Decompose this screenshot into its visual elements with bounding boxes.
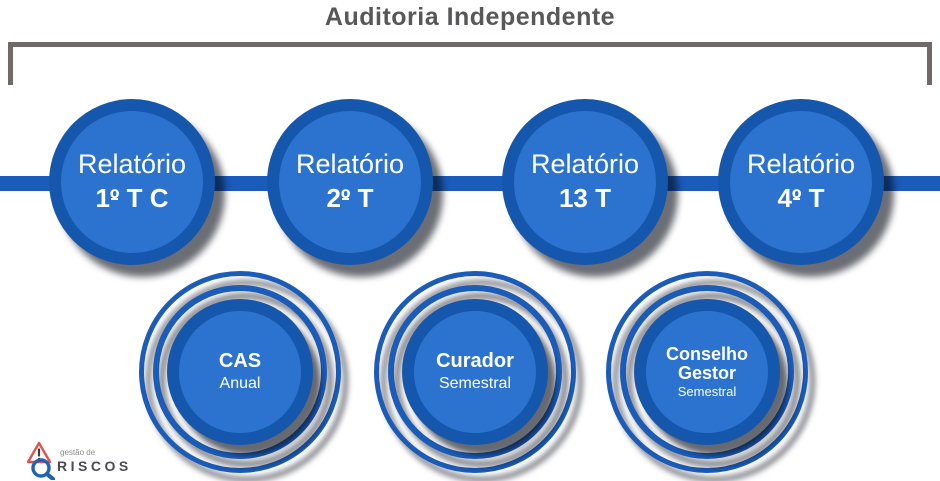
committee-disc: CAS Anual xyxy=(167,299,313,445)
committee-frequency: Anual xyxy=(219,375,261,392)
committee-node-cas: CAS Anual xyxy=(139,271,341,473)
outer-ring xyxy=(606,271,808,473)
audit-scope-bracket xyxy=(8,42,932,85)
committee-frequency: Semestral xyxy=(677,384,737,400)
report-label: Relatório xyxy=(77,148,187,179)
page-title: Auditoria Independente xyxy=(324,3,616,31)
committee-disc-body: CAS Anual xyxy=(179,311,301,433)
timeline-bar xyxy=(0,176,940,191)
committee-disc: Conselho Gestor Semestral xyxy=(634,299,780,445)
middle-ring xyxy=(388,285,562,459)
report-label: Relatório xyxy=(746,148,856,179)
committee-name: Conselho Gestor xyxy=(665,343,748,383)
committee-disc-body: Curador Semestral xyxy=(414,311,536,433)
committee-node-conselho-gestor: Conselho Gestor Semestral xyxy=(606,271,808,473)
logo-brand: RISCOS xyxy=(57,458,132,474)
outer-ring xyxy=(374,271,576,473)
ordinal-indicator: º xyxy=(340,183,351,214)
committee-name: CAS xyxy=(218,350,262,372)
magnifier-icon xyxy=(31,458,56,480)
committee-disc-body: Conselho Gestor Semestral xyxy=(646,311,768,433)
committee-frequency: Semestral xyxy=(438,375,512,392)
committee-disc: Curador Semestral xyxy=(402,299,548,445)
ordinal-indicator: º xyxy=(109,183,120,214)
logo-tagline: gestão de xyxy=(60,448,96,457)
outer-ring xyxy=(139,271,341,473)
riscos-logo: gestão de RISCOS xyxy=(24,440,134,480)
report-label: Relatório xyxy=(295,148,405,179)
ordinal-indicator: º xyxy=(791,183,802,214)
committee-name: Curador xyxy=(436,350,514,372)
report-label: Relatório xyxy=(530,148,640,179)
committee-node-curador: Curador Semestral xyxy=(374,271,576,473)
middle-ring xyxy=(620,285,794,459)
middle-ring xyxy=(153,285,327,459)
